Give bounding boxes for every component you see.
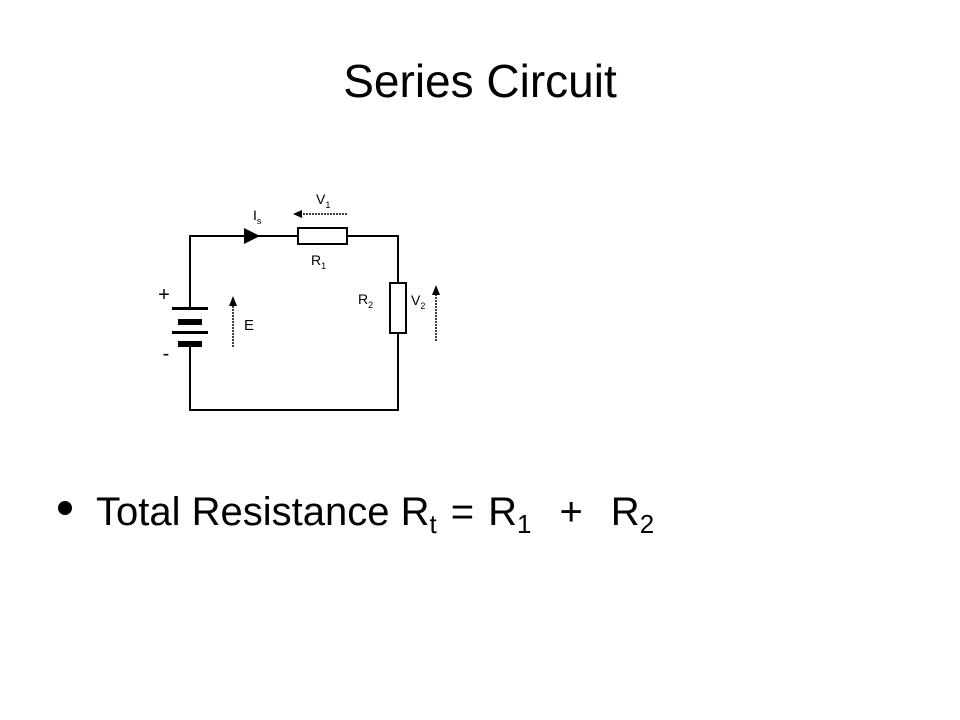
r2-label: R2 <box>358 291 373 310</box>
r2-symbol: R <box>610 490 640 534</box>
bullet-prefix: Total Resistance <box>96 490 401 534</box>
rt-subscript: t <box>429 509 437 539</box>
r1-label: R1 <box>311 252 326 271</box>
current-direction-arrow <box>244 228 260 244</box>
bullet-dot <box>58 501 72 516</box>
voltage-arrow-v2 <box>432 285 440 342</box>
voltage-arrow-v1 <box>293 210 348 218</box>
slide-title: Series Circuit <box>343 55 617 107</box>
rt-symbol: R <box>400 490 430 534</box>
equals-sign: = <box>450 490 475 534</box>
current-label: Is <box>253 207 262 226</box>
r1-symbol: R <box>488 490 517 534</box>
plus-sign: + <box>559 490 583 534</box>
resistor-r2 <box>389 282 407 334</box>
battery-plus-label: + <box>158 284 170 306</box>
series-circuit-diagram: + - Is R1 V1 R2 V2 E <box>158 191 440 411</box>
r2-subscript: 2 <box>639 509 655 539</box>
resistor-r1 <box>297 227 348 245</box>
total-resistance-bullet: Total Resistance Rt=R1+R2 <box>58 492 654 537</box>
v1-label: V1 <box>316 191 330 210</box>
emf-label: E <box>244 317 254 334</box>
v2-label: V2 <box>411 292 425 311</box>
emf-arrow <box>229 296 237 348</box>
battery-minus-label: - <box>163 343 170 365</box>
battery-symbol <box>172 307 208 347</box>
r1-subscript: 1 <box>516 509 532 539</box>
circuit-wires <box>189 235 399 411</box>
